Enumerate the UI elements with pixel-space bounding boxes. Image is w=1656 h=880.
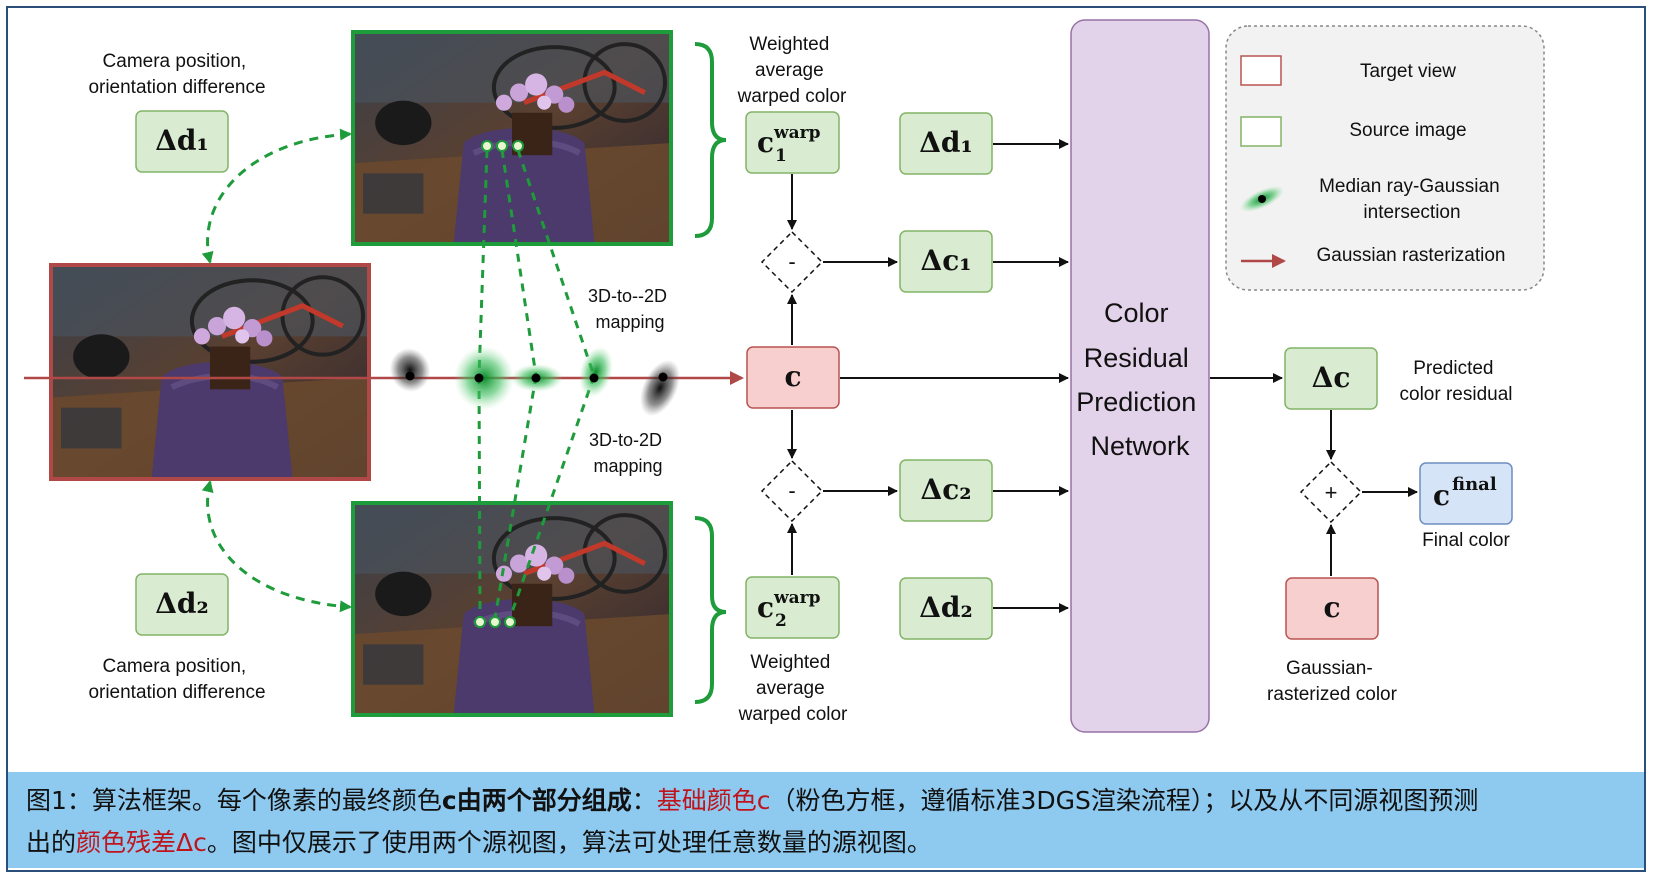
svg-text:Color Residual Pre: Color Residual Prediction Network (1076, 298, 1204, 461)
svg-text:c: c (757, 591, 774, 624)
delta-d1-box-left: Δd₁ (135, 110, 229, 173)
legend-target-swatch (1240, 55, 1282, 86)
gaussian-color-label: Gaussian- rasterized color (1267, 658, 1398, 705)
svg-text:Δd₁: Δd₁ (919, 126, 973, 159)
brace-top (694, 42, 727, 238)
mapping-label-top: 3D-to--2D mapping (588, 286, 672, 332)
delta-c-box: Δc (1284, 347, 1378, 410)
flow-arrows-output (1326, 410, 1418, 576)
camera-label-bottom: Camera position, orientation difference (88, 656, 265, 703)
brace-bottom (694, 516, 727, 704)
legend: Target view Source image Median ray-Gaus… (1225, 25, 1545, 291)
svg-text:c: c (757, 126, 774, 159)
mapping-lines (477, 149, 596, 619)
delta-d2-box-left: Δd₂ (135, 573, 229, 636)
svg-text:Δc₂: Δc₂ (920, 473, 971, 506)
svg-text:-: - (788, 478, 795, 503)
camera-arrow-bottom (201, 480, 352, 613)
weighted-avg-label-bottom: Weighted average warped color (738, 652, 848, 725)
target-view-image (49, 263, 371, 481)
svg-text:-: - (788, 249, 795, 274)
source-image-top (351, 30, 673, 246)
minus-node-bottom: - (760, 459, 824, 523)
svg-text:+: + (1325, 480, 1338, 505)
camera-label-top: Camera position, orientation difference (88, 51, 265, 98)
c1-warp-box: c warp 1 (745, 111, 840, 174)
svg-text:Δd₂: Δd₂ (155, 587, 209, 620)
camera-arrow-top (201, 128, 352, 264)
flow-arrows-center (787, 174, 1069, 575)
svg-text:c: c (1433, 479, 1450, 512)
legend-source-label: Source image (1349, 120, 1466, 141)
c-final-box: c final (1419, 462, 1513, 525)
delta-d1-box-input: Δd₁ (899, 112, 993, 175)
delta-c1-box: Δc₁ (899, 230, 993, 293)
legend-source-swatch (1240, 116, 1282, 147)
delta-d2-box-input: Δd₂ (899, 577, 993, 640)
legend-median-label: Median ray-Gaussian intersection (1319, 176, 1505, 223)
legend-raster-label: Gaussian rasterization (1316, 245, 1505, 266)
c-box-output: c (1285, 577, 1379, 640)
svg-text:Δc₁: Δc₁ (920, 244, 971, 277)
svg-text:c: c (784, 360, 801, 393)
minus-node-top: - (760, 230, 824, 294)
svg-text:Δd₁: Δd₁ (155, 124, 209, 157)
svg-text:c: c (1323, 591, 1340, 624)
c2-warp-box: c warp 2 (745, 576, 840, 639)
color-residual-network: Color Residual Prediction Network (1070, 19, 1210, 733)
c-box-center: c (746, 346, 840, 409)
svg-text:2: 2 (775, 611, 787, 631)
svg-text:final: final (1452, 474, 1497, 495)
svg-text:warp: warp (773, 123, 821, 143)
svg-text:1: 1 (775, 146, 787, 166)
legend-target-label: Target view (1360, 61, 1456, 82)
gaussians (389, 346, 680, 417)
final-color-label: Final color (1422, 530, 1510, 551)
delta-c2-box: Δc₂ (899, 459, 993, 522)
plus-node: + (1299, 460, 1363, 524)
weighted-avg-label-top: Weighted average warped color (737, 34, 847, 107)
figure-caption: 图1：算法框架。每个像素的最终颜色c由两个部分组成：基础颜色c（粉色方框，遵循标… (8, 772, 1644, 868)
mapping-label-bottom: 3D-to-2D mapping (589, 430, 667, 476)
svg-text:warp: warp (773, 588, 821, 608)
predicted-residual-label: Predicted color residual (1400, 358, 1513, 405)
svg-text:Δc: Δc (1312, 361, 1351, 394)
flow-arrows-inputs (993, 139, 1069, 613)
svg-text:Δd₂: Δd₂ (919, 591, 973, 624)
